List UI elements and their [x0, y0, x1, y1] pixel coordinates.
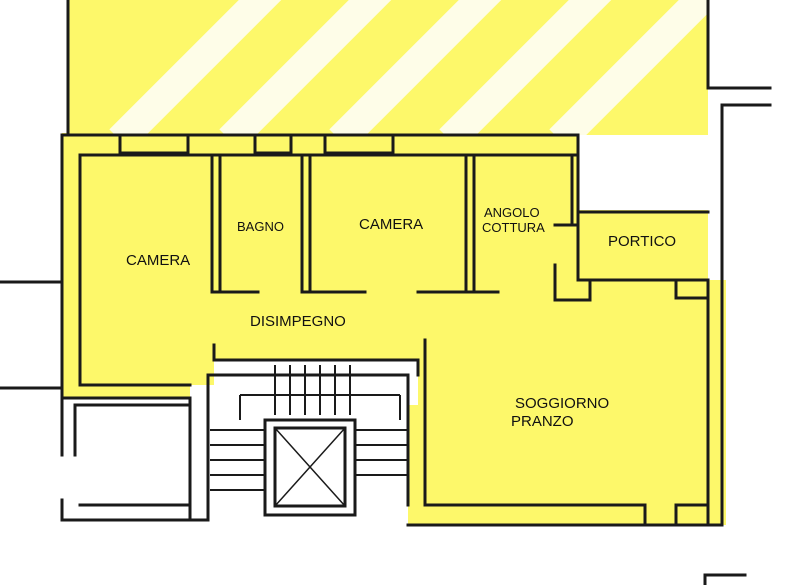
- label-portico: PORTICO: [608, 233, 676, 250]
- label-soggiorno-line2: PRANZO: [511, 413, 574, 430]
- label-bagno: BAGNO: [237, 219, 284, 234]
- label-angolo-line1: ANGOLO: [484, 205, 540, 220]
- elevator-shaft: [263, 418, 357, 517]
- label-camera-center: CAMERA: [359, 216, 423, 233]
- terrace-hatching: [109, 0, 708, 135]
- label-angolo-line2: COTTURA: [482, 220, 545, 235]
- label-disimpegno: DISIMPEGNO: [250, 313, 346, 330]
- label-camera-left: CAMERA: [126, 252, 190, 269]
- walls: [0, 0, 772, 585]
- staircase: [210, 365, 408, 491]
- label-soggiorno-line1: SOGGIORNO: [515, 395, 609, 412]
